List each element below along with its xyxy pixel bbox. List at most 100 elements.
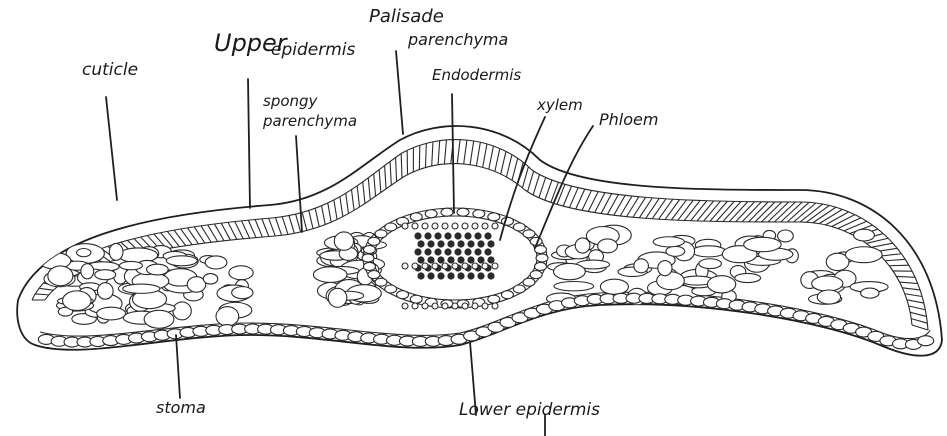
xylem-vessel [488,273,494,279]
spongy-cell [144,310,174,328]
palisade-cell-wall [346,193,349,213]
palisade-leader [396,51,403,134]
spongy-cell [123,284,160,293]
palisade-cell-wall [885,259,905,260]
palisade-cell-wall [483,144,487,168]
phloem-cell [492,263,498,269]
xylem-vessel [445,249,451,255]
phloem-cell [472,263,478,269]
label-cuticle: cuticle [82,62,138,79]
palisade-cell-wall [614,195,625,215]
bundle-sheath-cell [536,254,548,262]
palisade-cell-wall [357,186,359,207]
palisade-cell-wall [900,282,918,284]
spongy-cell [575,238,590,253]
palisade-cell-wall [379,170,381,193]
spongy-cell [666,246,685,256]
palisade-cell-wall [871,243,892,247]
palisade-cell-wall [385,166,386,189]
palisade-cell-wall [425,143,426,167]
bundle-sheath-cell [513,223,525,231]
spongy-cell [173,302,191,320]
spongy-cell [95,270,116,280]
xylem-vessel [468,257,474,263]
palisade-cell-wall [242,221,250,238]
phloem-cell [482,223,488,229]
phloem-cell [462,223,468,229]
bundle-sheath-cell [473,210,485,218]
palisade-cell-wall [528,171,534,192]
lower-epidermis-cell [918,336,934,346]
spongy-cell [97,307,126,320]
palisade-cell-wall [495,148,500,171]
bundle-sheath-cell [362,254,374,262]
phloem-cell [482,263,488,269]
palisade-cell-wall [289,216,294,234]
palisade-cell-wall [315,208,319,226]
bundle-sheath-cell [375,278,387,286]
palisade-cell-wall [174,230,186,246]
palisade-cell-wall [826,212,849,225]
bundle-sheath-cell [523,230,535,238]
xylem-vessel [455,233,461,239]
spongy-cell [48,266,73,286]
palisade-cell-wall [269,218,276,236]
spongy-cell [817,290,840,304]
xylem-vessel [468,241,474,247]
bundle-sheath-cell [530,271,542,279]
palisade-cell-wall [167,231,179,246]
palisade-cell-wall [627,197,639,217]
bundle-sheath-cell [368,271,380,279]
bundle-sheath-cell [513,285,525,293]
bundle-sheath-cell [441,208,453,216]
xylem-vessel [435,249,441,255]
phloem-cell [412,263,418,269]
palisade-cell-wall [368,178,370,200]
palisade-cell-wall [889,265,909,266]
palisade-cell-wall [902,288,920,290]
xylem-vessel [458,273,464,279]
palisade-cell-wall [684,201,700,221]
palisade-cell-wall [909,306,926,310]
palisade-cell-wall [512,158,518,180]
xylem-vessel [465,233,471,239]
phloem-cell [462,303,468,309]
xylem-vessel [428,241,434,247]
palisade-cell-wall [432,142,433,166]
palisade-cell-wall [911,319,927,324]
bundle-sheath-cell [488,213,500,221]
spongy-cell [854,229,875,241]
phloem-cell [472,223,478,229]
bundle-sheath-cell [385,285,397,293]
palisade-cell-wall [881,254,902,256]
spongy-cell [63,291,91,311]
phloem-cell [442,263,448,269]
xylem-vessel [448,241,454,247]
bundle-sheath-cell [375,230,387,238]
palisade-cell-wall [691,201,707,221]
spongy-cell [707,276,735,293]
palisade-cell-wall [476,142,480,166]
spongy-cell [735,273,761,282]
xylem-vessel [415,233,421,239]
xylem-vessel [438,257,444,263]
palisade-cell-wall [470,141,474,165]
palisade-cell-wall [489,146,494,169]
palisade-cell-wall [340,197,343,217]
xylem-vessel [438,273,444,279]
palisade-cell-wall [907,300,924,303]
bundle-sheath-cell [501,291,513,299]
palisade-cell-wall [235,222,243,239]
palisade-cell-wall [248,220,256,237]
spongy-cell [744,237,781,251]
stoma-leader [176,335,180,398]
bundle-sheath-cell [501,217,513,225]
xylem-vessel [428,273,434,279]
spongy-cell [554,281,594,290]
xylem-vessel [418,273,424,279]
spongy-cell [845,247,882,263]
label-palisade-line2: parenchyma [408,32,508,48]
phloem-cell [432,263,438,269]
palisade-cell-wall [569,188,578,208]
bundle-sheath-cell [385,223,397,231]
